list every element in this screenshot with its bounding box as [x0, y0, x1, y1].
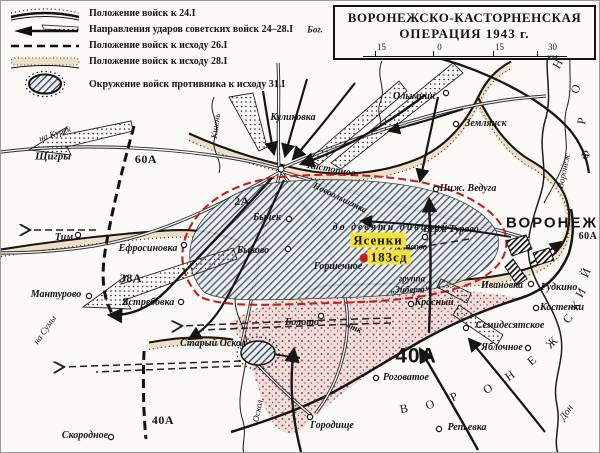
river-oskol: Оскол [250, 398, 265, 423]
place-kulikovka: Куликовка [270, 112, 316, 123]
place-boloto: Болото [285, 317, 319, 328]
map-title-line2: ОПЕРАЦИЯ 1943 г. [399, 26, 530, 41]
front-name-letter: В [398, 400, 410, 417]
place-repyevka: Репьевка [447, 422, 487, 433]
place-bog-partial: Бог. [307, 24, 323, 35]
scale-tick-label: 15 [377, 42, 386, 52]
map-title-line1: ВОРОНЕЖСКО-КАСТОРНЕНСКАЯ [347, 10, 582, 25]
legend-label: Положение войск к 24.I [89, 8, 196, 19]
place-skorodnoye: Скородное [61, 430, 109, 441]
army-40a-west: 40А [151, 413, 175, 427]
place-semidesyatskoye: Семидесятское [475, 320, 545, 331]
attack-arrow-icon [7, 23, 83, 37]
voronezh-city-blocks [504, 234, 555, 286]
legend-row: Положение войск к 24.I [7, 6, 293, 21]
front-name-letter: С [559, 311, 576, 327]
pocket-nine-divisions [181, 173, 508, 306]
army-60a-east: 60А [578, 231, 598, 242]
rivers [211, 40, 574, 452]
front-name-letter: Ф [577, 149, 594, 161]
place-shchigry: Щигры [35, 150, 71, 163]
place-ivanovka: Ивановка [480, 280, 524, 291]
legend-label: Положение войск к исходу 26.I [89, 40, 228, 51]
river-don: Дон [557, 402, 576, 423]
front-name-letter: Е [524, 352, 539, 369]
front-name-letter: О [567, 82, 584, 95]
scale-tick-label: 15 [495, 42, 504, 52]
dashed-retreat-arrows [29, 230, 470, 372]
place-stary-oskol: Старый Оскол [180, 338, 246, 349]
place-verkh-turovo: Верх. Турово [423, 224, 479, 235]
legend-row: Направления ударов советских войск 24–28… [7, 22, 293, 37]
unit-4tk: 4тк [344, 319, 364, 336]
scale-bar-line [362, 51, 567, 57]
army-60a-west: 60А [134, 152, 158, 166]
legend-row: Окружение войск противника к исходу 31.I [7, 71, 293, 97]
place-yastrebovka: Ястребовка [121, 297, 175, 308]
annotation-nine-divisions: до девяти дивизий [332, 222, 450, 233]
village-markers [74, 89, 540, 441]
attack-arrows [106, 78, 563, 452]
place-nizh-veduga: Ниж. Ведуга [439, 183, 497, 194]
legend: Положение войск к 24.I Направления ударо… [7, 6, 293, 98]
place-rogovatoye: Роговатое [383, 372, 429, 383]
front-name-letter: О [480, 380, 496, 397]
place-bykovo: Быково [236, 245, 270, 256]
place-gorodishche: Городище [310, 420, 354, 431]
encircled-hatch-31-icon [7, 71, 83, 97]
place-yasenki-highlight: Ясенки [350, 232, 406, 248]
small-pocket-stary-oskol [236, 336, 280, 370]
map-title-box: ВОРОНЕЖСКО-КАСТОРНЕНСКАЯ ОПЕРАЦИЯ 1943 г… [333, 5, 596, 62]
front-name-letter: Р [574, 116, 589, 126]
encirclement-red-line [181, 173, 508, 306]
place-olymchik: Олымчик [392, 91, 436, 102]
place-efrosinovka: Ефросиновка [118, 243, 178, 254]
unit-183sd-marker [359, 253, 369, 263]
annotation-gruppa: группа [398, 273, 426, 284]
place-kastornoye: Касторное [306, 159, 357, 180]
place-novoolshanka: Новоольшанка [311, 180, 369, 215]
scale-tick-label: 0 [437, 42, 442, 52]
road-label-to-sumy: на Сумы [31, 313, 59, 347]
river-voronezh: Воронеж [554, 152, 573, 190]
frontline-24-icon [7, 7, 83, 21]
legend-row: Положение войск к исходу 28.I [7, 54, 293, 69]
army-2a: 2А [234, 194, 250, 208]
city-voronezh: ВОРОНЕЖ [506, 214, 598, 232]
army-40a-big: 40А [395, 344, 437, 368]
road-label-to-kursk: на Курск [37, 123, 73, 144]
dashed-line-26-icon [7, 41, 83, 51]
unit-183sd-highlight: 183сд [367, 249, 411, 265]
place-zemlyansk: Землянск [465, 118, 507, 129]
front-name-letter: Ж [542, 333, 561, 352]
place-bychek: Бычек [252, 212, 282, 223]
tan-band-28-icon [7, 55, 83, 69]
place-rudkino: Рудкино [540, 282, 578, 293]
front-name-letter: Н [502, 367, 518, 384]
front-name-letter: О [423, 396, 437, 413]
scale-tick-label: 30 км [547, 42, 558, 62]
legend-label: Направления ударов советских войск 24–28… [89, 24, 294, 35]
legend-label: Положение войск к исходу 28.I [89, 56, 228, 67]
place-manturovo: Мантурово [30, 289, 82, 300]
scale-bar: 15 0 15 30 км [357, 42, 573, 62]
river-kshen: Кшень [208, 112, 223, 140]
place-krasny: Красный [414, 297, 454, 308]
place-tim: Тим [54, 232, 74, 243]
place-gorshechnoye: Горшечное [313, 261, 363, 272]
place-yablochnoye: Яблочное [481, 342, 523, 353]
annotation-siebert: „Зиберт“ [390, 284, 430, 295]
army-38a: 38А [119, 271, 143, 285]
legend-row: Положение войск к исходу 26.I [7, 38, 293, 53]
front-name-letter: Р [447, 388, 460, 405]
front-name-letter: Й [577, 265, 594, 280]
legend-label: Окружение войск противника к исходу 31.I [89, 78, 286, 90]
place-kostenki: Костенки [539, 302, 585, 313]
